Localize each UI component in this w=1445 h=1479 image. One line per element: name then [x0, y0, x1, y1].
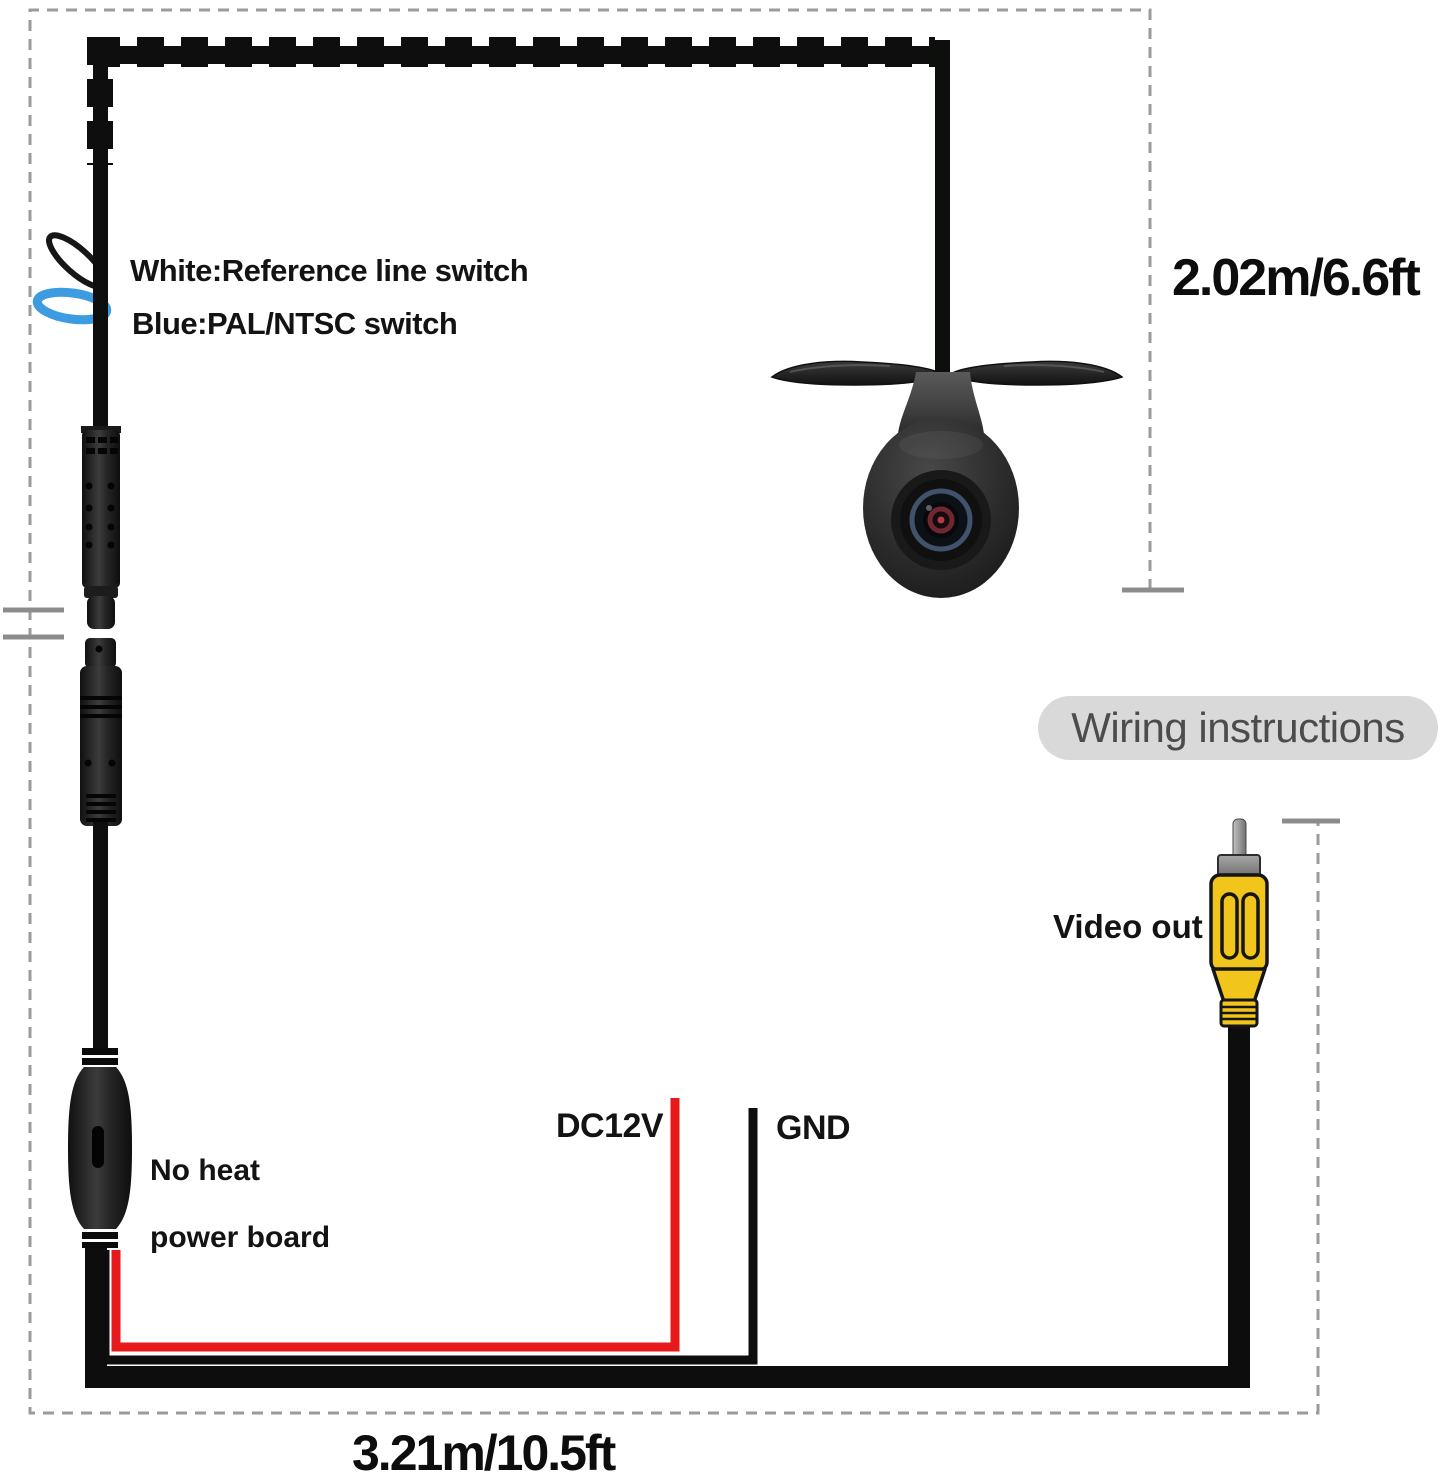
rca-video-connector — [1209, 818, 1269, 1028]
dc12v-label: DC12V — [556, 1107, 664, 1145]
measurement-tick-marks — [3, 587, 1340, 824]
corrugated-cable — [87, 37, 935, 165]
power-board-label-line2: power board — [150, 1220, 331, 1254]
power-board-label: No heat power board — [150, 1120, 330, 1288]
wiring-instructions-text: Wiring instructions — [1071, 704, 1405, 751]
rearview-camera — [770, 40, 1124, 598]
rca-pin — [1232, 818, 1247, 860]
camera-lens — [891, 470, 991, 570]
white-switch-label: White:Reference line switch — [130, 253, 529, 288]
camera-cable-left — [93, 40, 108, 430]
cable-length-bottom-label: 3.21m/10.5ft — [352, 1425, 616, 1479]
power-wire-red — [111, 1098, 680, 1352]
camera-neck — [898, 372, 984, 434]
main-video-cable — [85, 1020, 1250, 1388]
power-board-barrel — [68, 1048, 132, 1248]
power-board-label-line1: No heat — [150, 1153, 261, 1187]
inline-connector-female — [80, 638, 122, 826]
cable-to-power-board — [93, 822, 108, 1054]
blue-switch-label: Blue:PAL/NTSC switch — [132, 306, 458, 341]
video-out-label: Video out — [1053, 908, 1203, 945]
rca-taper — [1211, 967, 1267, 1004]
dashed-border — [28, 8, 1320, 1415]
gnd-label: GND — [776, 1109, 851, 1147]
cable-length-top-label: 2.02m/6.6ft — [1172, 249, 1421, 307]
inline-connector-male — [81, 426, 121, 629]
wiring-instructions-pill: Wiring instructions — [1038, 696, 1438, 760]
camera-drop-cable — [935, 40, 950, 372]
